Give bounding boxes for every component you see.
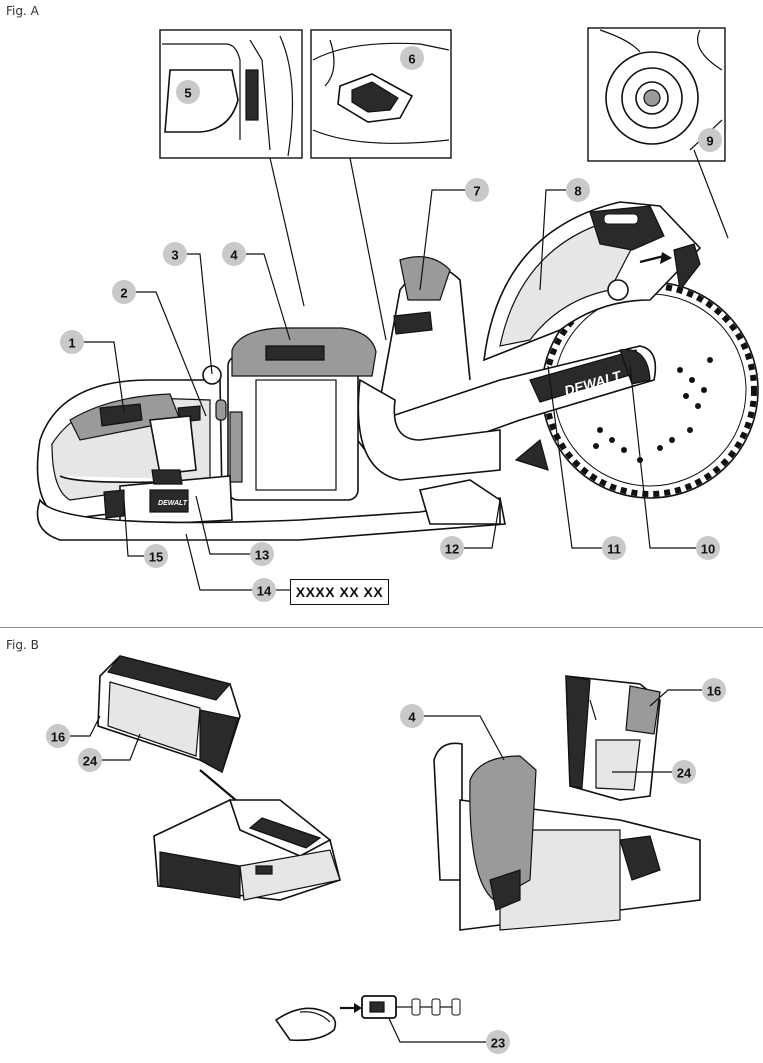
- figure-a-label: Fig. A: [6, 4, 39, 18]
- callout-11: 11: [602, 536, 626, 560]
- svg-text:4: 4: [230, 248, 238, 263]
- callout-16-right: 16: [702, 678, 726, 702]
- inset-box-9: [587, 27, 726, 162]
- svg-text:12: 12: [445, 542, 459, 557]
- callout-1: 1: [60, 330, 84, 354]
- svg-text:9: 9: [706, 134, 713, 149]
- callout-24-right: 24: [672, 760, 696, 784]
- svg-text:7: 7: [473, 184, 480, 199]
- svg-text:3: 3: [171, 248, 178, 263]
- inset-box-6: [310, 29, 452, 159]
- callout-4: 4: [222, 242, 246, 266]
- battery-release: DEWALT: [36, 469, 506, 541]
- callout-8: 8: [566, 178, 590, 202]
- callout-4-b: 4: [400, 704, 424, 728]
- battery-housing: [227, 327, 377, 501]
- svg-text:4: 4: [408, 710, 416, 725]
- svg-text:11: 11: [607, 542, 621, 557]
- callout-6: 6: [400, 46, 424, 70]
- callout-3: 3: [163, 242, 187, 266]
- svg-text:23: 23: [491, 1036, 505, 1051]
- figure-divider: [0, 627, 763, 628]
- svg-text:6: 6: [408, 52, 415, 67]
- figure-b-label: Fig. B: [6, 638, 39, 652]
- svg-text:16: 16: [707, 684, 721, 699]
- callout-leaders-b: [70, 689, 702, 1043]
- callout-16-left: 16: [46, 724, 70, 748]
- callout-2: 2: [112, 280, 136, 304]
- callout-14: 14: [252, 578, 276, 602]
- svg-text:1: 1: [68, 336, 75, 351]
- blade-guard: [483, 201, 702, 362]
- callout-leaders-a: [84, 189, 696, 591]
- callout-23: 23: [486, 1030, 510, 1054]
- callout-9: 9: [698, 128, 722, 152]
- callout-7: 7: [465, 178, 489, 202]
- svg-text:24: 24: [83, 754, 98, 769]
- front-handle: [357, 256, 501, 481]
- svg-text:24: 24: [677, 766, 692, 781]
- callout-24-left: 24: [78, 748, 102, 772]
- svg-text:5: 5: [184, 86, 191, 101]
- fuel-gauge-illustration: [274, 995, 461, 1042]
- serial-plate: XXXX XX XX: [290, 579, 389, 605]
- callout-5: 5: [176, 80, 200, 104]
- svg-text:15: 15: [149, 550, 163, 565]
- svg-text:10: 10: [701, 542, 715, 557]
- svg-text:13: 13: [255, 548, 269, 563]
- charger-illustration: [153, 799, 341, 901]
- callout-15: 15: [144, 544, 168, 568]
- svg-text:16: 16: [51, 730, 65, 745]
- svg-text:14: 14: [257, 584, 272, 599]
- callout-12: 12: [440, 536, 464, 560]
- svg-text:8: 8: [574, 184, 581, 199]
- brand-logo-small: DEWALT: [158, 500, 188, 507]
- svg-text:2: 2: [120, 286, 127, 301]
- callout-13: 13: [250, 542, 274, 566]
- callout-10: 10: [696, 536, 720, 560]
- battery-insertion-illustration: [433, 675, 701, 931]
- battery-pack-illustration: [97, 655, 241, 774]
